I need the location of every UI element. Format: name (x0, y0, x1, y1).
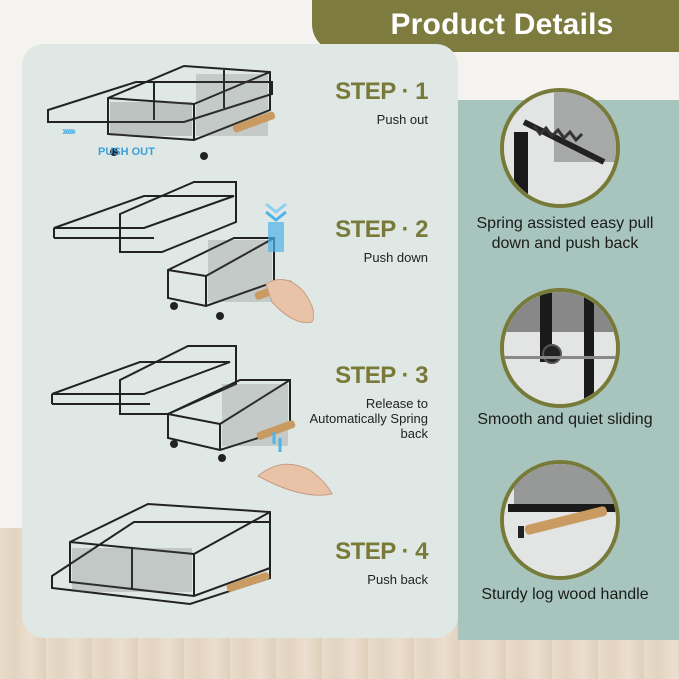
step-4-subtitle: Push back (367, 572, 428, 587)
spring-closeup-icon (500, 88, 620, 208)
feature-1-text: Spring assisted easy pull down and push … (476, 215, 654, 252)
step-2-subtitle: Push down (363, 250, 428, 265)
header-banner: Product Details (312, 0, 679, 52)
step-3-title: STEP · 3 (335, 362, 428, 389)
drawer-pushed-back-illustration (51, 502, 271, 606)
steps-panel (22, 44, 458, 638)
feature-3-text: Sturdy log wood handle (481, 586, 649, 603)
step-2-title: STEP · 2 (335, 216, 428, 243)
step-4-title: STEP · 4 (335, 538, 428, 565)
step-1-subtitle: Push out (376, 112, 428, 127)
drawer-spring-back-illustration (51, 345, 333, 496)
step-4: STEP · 4 Push back (300, 538, 428, 587)
drawer-push-down-illustration (53, 181, 314, 324)
step-1-title: STEP · 1 (335, 78, 428, 105)
drawer-pushed-out-illustration (47, 64, 276, 160)
page-title: Product Details (390, 8, 614, 41)
step-1: STEP · 1 Push out (300, 78, 428, 127)
wood-handle-closeup-icon (500, 460, 620, 580)
push-out-arrows-icon: ›››››› (62, 124, 76, 138)
feature-2-text: Smooth and quiet sliding (477, 411, 653, 428)
wheel-closeup-icon (500, 288, 620, 408)
step-2: STEP · 2 Push down (300, 216, 428, 265)
push-out-label: PUSH OUT (98, 146, 155, 158)
step-3-subtitle: Release to Automatically Spring back (309, 396, 429, 441)
step-3: STEP · 3 Release to Automatically Spring… (300, 362, 429, 441)
